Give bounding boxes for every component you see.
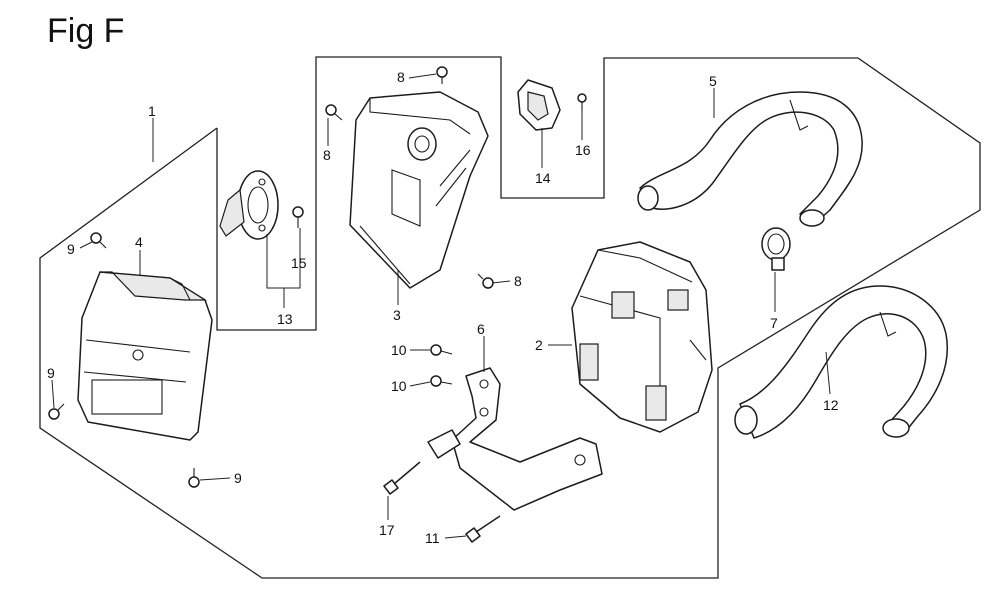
part-16-screw [577, 93, 587, 110]
callout-5: 5 [709, 73, 717, 89]
callout-11: 11 [425, 530, 440, 546]
part-13-gasket [219, 170, 279, 240]
callout-16: 16 [575, 142, 591, 158]
callout-17: 17 [379, 522, 395, 538]
callout-1: 1 [148, 103, 156, 119]
callout-9-lower: 9 [234, 470, 242, 486]
part-6-bracket [427, 367, 603, 511]
part-8-bolt-right [477, 273, 494, 289]
callout-14: 14 [535, 170, 551, 186]
figure-title: Fig F [47, 12, 125, 50]
part-4-heat-shield [77, 271, 213, 441]
callout-10-lower: 10 [391, 378, 407, 394]
callout-15: 15 [291, 255, 307, 271]
part-10-bolt-lower [430, 375, 453, 387]
callout-13: 13 [277, 311, 293, 327]
callout-6: 6 [477, 321, 485, 337]
callout-labels: 1 2 3 4 5 6 7 8 8 8 9 9 9 10 10 11 12 13… [47, 69, 839, 546]
callout-8-left: 8 [323, 147, 331, 163]
callout-2: 2 [535, 337, 543, 353]
callout-12: 12 [823, 397, 839, 413]
callout-7: 7 [770, 315, 778, 331]
leader-lines [51, 73, 831, 539]
callout-8-top: 8 [397, 69, 405, 85]
part-8-bolt-top [436, 66, 448, 84]
part-9-bolt-left [48, 403, 65, 420]
part-17-bolt [383, 461, 421, 495]
callout-8-right: 8 [514, 273, 522, 289]
part-7-clamp [761, 227, 791, 271]
callout-3: 3 [393, 307, 401, 323]
callout-10-upper: 10 [391, 342, 407, 358]
part-5-exhaust-pipe [637, 91, 863, 227]
part-8-bolt-left [325, 104, 343, 121]
part-14-clip [517, 79, 561, 131]
part-11-bolt [465, 515, 501, 543]
part-10-bolt-upper [430, 344, 453, 356]
callout-9-left: 9 [47, 365, 55, 381]
callout-9-upper: 9 [67, 241, 75, 257]
callout-4: 4 [135, 234, 143, 250]
part-3-protector [349, 91, 489, 289]
assembly-frame-outline [39, 56, 981, 579]
part-9-bolt-upper [90, 232, 107, 249]
part-9-bolt-lower [188, 468, 200, 488]
part-2-muffler [571, 241, 713, 433]
part-15-bolt [292, 206, 304, 228]
part-12-exhaust-pipe [734, 285, 948, 439]
